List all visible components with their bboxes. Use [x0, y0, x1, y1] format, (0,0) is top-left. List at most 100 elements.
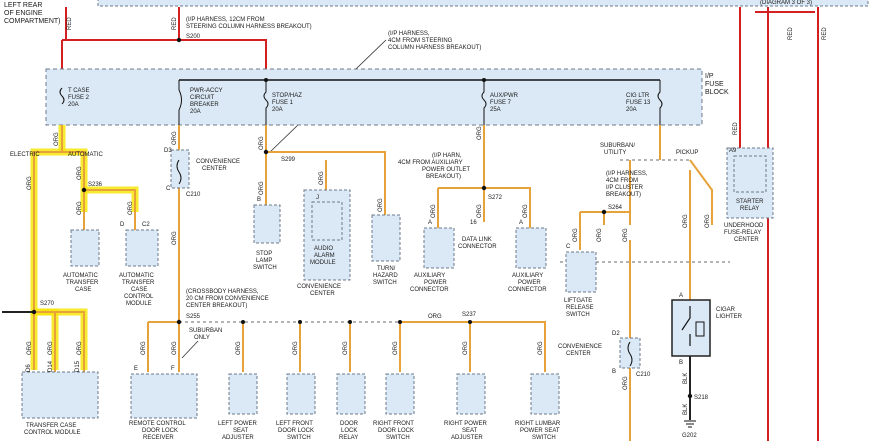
pin-label: D3: [164, 148, 172, 154]
svg-text:RIGHT LUMBAR: RIGHT LUMBAR: [515, 421, 561, 427]
harness-note-1: (I/P HARNESS, 12CM FROM STEERING COLUMN …: [186, 17, 312, 40]
svg-text:UTILITY: UTILITY: [604, 150, 626, 156]
note-line: COLUMN HARNESS BREAKOUT): [388, 45, 481, 51]
svg-text:POWER: POWER: [518, 280, 541, 286]
stop-lamp-switch-component: [253, 204, 281, 244]
splice-node: [176, 319, 182, 325]
svg-text:CENTER: CENTER: [310, 291, 335, 297]
pin-label: C: [166, 186, 171, 192]
svg-text:CONTROL: CONTROL: [124, 294, 154, 300]
note-line: 4CM FROM STEERING: [388, 38, 453, 44]
connector-symbol: [176, 159, 182, 185]
pin-label: D6: [26, 364, 32, 372]
svg-text:AUTOMATIC: AUTOMATIC: [119, 273, 154, 279]
connector-label: C210: [636, 372, 651, 378]
label-line: BLOCK: [705, 89, 729, 96]
label-electric: ELECTRIC: [10, 152, 40, 158]
wire-label-org: ORG: [236, 341, 242, 355]
pin-label: E: [134, 366, 138, 372]
svg-text:CONNECTOR: CONNECTOR: [458, 244, 497, 250]
splice-label: S236: [88, 182, 103, 188]
svg-text:SWITCH: SWITCH: [532, 435, 556, 441]
pin-label: 16: [470, 220, 477, 226]
org-wire: [62, 151, 85, 230]
audio-alarm-module-component: [311, 201, 343, 241]
wire-label-org: ORG: [523, 204, 529, 218]
label-pickup: PICKUP: [676, 150, 698, 156]
auxiliary-power-connector-component: [515, 227, 547, 269]
svg-text:DOOR LOCK: DOOR LOCK: [378, 428, 414, 434]
org-wire: [34, 311, 56, 372]
svg-text:TRANSFER: TRANSFER: [122, 280, 155, 286]
wire-label-org: ORG: [293, 341, 299, 355]
svg-text:20 CM FROM CONVENIENCE: 20 CM FROM CONVENIENCE: [186, 296, 269, 302]
wire-label-red: RED: [67, 17, 73, 30]
pin-label: D14: [48, 360, 54, 372]
wire-label-org: ORG: [623, 228, 629, 242]
top-left-note: LEFT REAR OF ENGINE COMPARTMENT): [4, 2, 61, 25]
label-underhood-fuse-relay-center: UNDERHOOD FUSE-RELAY CENTER: [724, 223, 764, 243]
splice-node: [601, 209, 607, 215]
connector-label: C210: [186, 192, 201, 198]
splice-label: S255: [186, 314, 201, 320]
svg-text:DOOR LOCK: DOOR LOCK: [278, 428, 314, 434]
note-line: LEFT REAR: [4, 2, 42, 9]
label-convenience-center: CONVENIENCE CENTER: [196, 159, 240, 172]
wire-label-blk: BLK: [683, 404, 689, 415]
svg-text:CONTROL MODULE: CONTROL MODULE: [24, 430, 80, 436]
wire-label-org: ORG: [343, 341, 349, 355]
left-front-door-lock-switch-component: [286, 373, 316, 415]
fuse-symbol: [481, 80, 487, 125]
svg-text:FUSE-RELAY: FUSE-RELAY: [724, 230, 761, 236]
svg-text:LEFT POWER: LEFT POWER: [218, 421, 258, 427]
svg-text:CENTER BREAKOUT): CENTER BREAKOUT): [186, 303, 247, 309]
pointer-line: [181, 340, 199, 359]
svg-text:CONNECTOR: CONNECTOR: [410, 287, 449, 293]
switch-symbol: [681, 306, 691, 346]
wire-label-org: ORG: [623, 376, 629, 390]
wire-label-org: ORG: [428, 314, 442, 320]
svg-text:STARTER: STARTER: [736, 199, 764, 205]
svg-text:4CM FROM AUXILIARY: 4CM FROM AUXILIARY: [398, 160, 463, 166]
label-audio-alarm-module: AUDIO ALARM MODULE: [310, 246, 336, 266]
wire-label-org: ORG: [77, 341, 83, 355]
label-line: FUSE: [705, 81, 724, 88]
svg-text:(I/P HARN,: (I/P HARN,: [432, 153, 462, 159]
fuse-block-label: I/P FUSE BLOCK: [705, 73, 729, 96]
ground-label: G202: [682, 433, 697, 439]
wire-label-org: ORG: [477, 204, 483, 218]
wire-label-org: ORG: [54, 132, 60, 146]
breaker-symbol: [178, 89, 182, 111]
top-component-box: [97, 0, 869, 7]
fuse-label: CIRCUIT: [190, 95, 215, 101]
wire-label-org: ORG: [683, 214, 689, 228]
pin-label: C2: [142, 222, 150, 228]
svg-text:SWITCH: SWITCH: [386, 435, 410, 441]
label-cigar-lighter: CIGAR LIGHTER: [716, 307, 743, 320]
svg-text:CASE: CASE: [75, 287, 91, 293]
svg-text:MODULE: MODULE: [126, 301, 152, 307]
ground-symbol: [684, 420, 696, 428]
wire-label-org: ORG: [705, 214, 711, 228]
wire-label-red: RED: [788, 27, 794, 40]
label-left-power-seat-adjuster: LEFT POWER SEAT ADJUSTER: [218, 421, 258, 441]
svg-text:SWITCH: SWITCH: [566, 312, 590, 318]
harness-note-5: (CROSSBODY HARNESS, 20 CM FROM CONVENIEN…: [186, 289, 269, 309]
svg-text:LIGHTER: LIGHTER: [716, 314, 743, 320]
splice-node: [263, 149, 269, 155]
liftgate-release-switch-component: [565, 251, 597, 293]
wire-label-red: RED: [733, 122, 739, 135]
svg-text:ONLY: ONLY: [194, 335, 210, 341]
wire-label-org: ORG: [172, 341, 178, 355]
pin-label: B: [257, 197, 261, 203]
fuse-aux-pwr: AUX/PWR FUSE 7 25A: [481, 80, 519, 125]
wire-label-org: ORG: [538, 341, 544, 355]
wire-label-org: ORG: [477, 126, 483, 140]
auxiliary-power-connector-component: [423, 227, 455, 269]
wire-label-org: ORG: [463, 341, 469, 355]
org-wire: [689, 159, 713, 225]
wire-label-org: ORG: [597, 228, 603, 242]
wire-label-org: ORG: [128, 201, 134, 215]
svg-text:SWITCH: SWITCH: [253, 265, 277, 271]
pin-label: J: [316, 195, 319, 201]
